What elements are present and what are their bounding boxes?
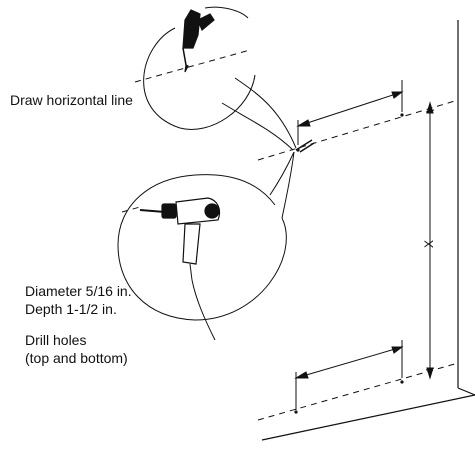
bottom-dashed-line bbox=[257, 362, 459, 421]
dimension-x-label: X bbox=[422, 240, 436, 248]
vertical-x-dimension bbox=[425, 101, 435, 380]
drill-holes-sublabel: (top and bottom) bbox=[25, 350, 128, 366]
top-dashed-line bbox=[257, 99, 459, 161]
drill-tip-icon bbox=[295, 139, 315, 153]
diameter-label: Diameter 5/16 in. bbox=[25, 283, 132, 299]
hole-bottom-right bbox=[400, 380, 404, 384]
wall-floor-edge bbox=[261, 394, 475, 441]
reference-lines bbox=[121, 49, 459, 421]
hole-bottom-left bbox=[294, 410, 298, 414]
top-width-dimension bbox=[296, 80, 404, 145]
draw-line-label: Draw horizontal line bbox=[10, 92, 133, 108]
drill-callout bbox=[117, 151, 295, 321]
hole-top-right bbox=[400, 113, 404, 117]
wall-corner-edge bbox=[457, 387, 475, 396]
hand-with-pencil-icon bbox=[182, 9, 215, 73]
hole-markers bbox=[294, 113, 404, 414]
bottom-width-dimension bbox=[294, 340, 404, 410]
electric-drill-icon bbox=[139, 197, 221, 341]
drill-holes-label: Drill holes bbox=[25, 332, 87, 348]
wall bbox=[261, 20, 475, 441]
depth-label: Depth 1-1/2 in. bbox=[25, 301, 117, 317]
inset-dashed-line bbox=[134, 49, 251, 83]
drill-dashed-line bbox=[121, 206, 141, 213]
draw-line-callout bbox=[143, 6, 297, 151]
